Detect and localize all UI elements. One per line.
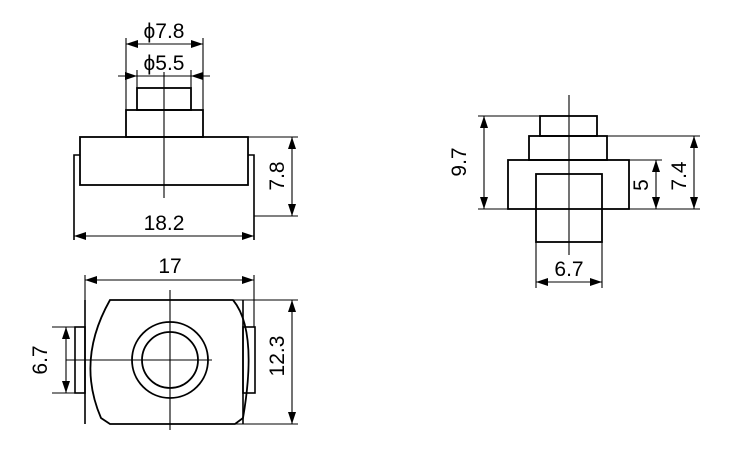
arrowhead [85,276,97,284]
arrowhead [242,276,254,284]
outer-diameter-label: ϕ7.8 [144,20,185,43]
arrowhead [191,40,203,48]
tab-height-label: 6.7 [29,345,52,374]
arrowhead [288,300,296,312]
total-height-label: 9.7 [448,147,471,176]
top-right-tab [242,326,256,394]
arrowhead [62,327,70,339]
arrowhead [690,136,698,148]
inner-diameter-label: ϕ5.5 [144,52,185,75]
arrowhead [126,40,138,48]
arrowhead [74,232,86,240]
height-label: 7.8 [266,161,289,190]
arrowhead [652,197,660,209]
height-label: 12.3 [266,336,289,377]
width-label: 18.2 [144,212,185,235]
arrowhead [480,197,488,209]
arrowhead [480,116,488,128]
width-label: 6.7 [554,258,583,281]
arrowhead [242,232,254,240]
arrowhead [288,412,296,424]
side-collar [528,135,608,161]
side-view: 9.7 7.4 5 6.7 [448,95,700,288]
arrowhead [191,72,203,80]
width-label: 17 [158,255,181,278]
arrowhead [288,137,296,149]
body-height-label: 7.4 [668,161,691,191]
arrowhead [652,160,660,172]
front-view: ϕ7.8 ϕ5.5 7.8 18.2 [73,20,298,240]
arrowhead [690,197,698,209]
lower-height-label: 5 [630,179,653,191]
top-view: 17 12.3 6.7 [29,255,298,430]
arrowhead [590,278,602,286]
arrowhead [125,72,137,80]
front-right-tab [248,154,255,240]
front-left-tab [73,154,80,240]
arrowhead [62,381,70,393]
arrowhead [536,278,548,286]
arrowhead [288,204,296,216]
